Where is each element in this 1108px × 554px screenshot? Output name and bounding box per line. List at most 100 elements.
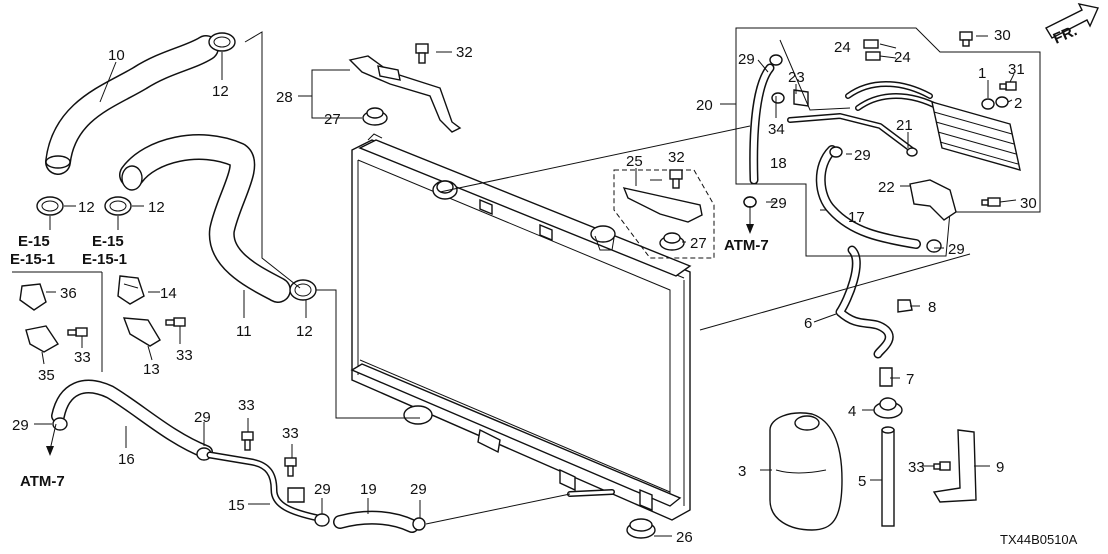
callout-4: 4: [848, 403, 856, 420]
callout-7: 7: [906, 371, 914, 388]
grommet-26: [626, 518, 656, 539]
bracket-25: [622, 187, 703, 223]
pipe-15: [206, 451, 322, 522]
drain-pipe: [567, 489, 615, 497]
ref-e15-left: E-15: [18, 233, 50, 250]
clamp-29-15bot: [314, 513, 330, 527]
clamp-29-19: [412, 517, 426, 531]
callout-11: 11: [236, 323, 252, 340]
hose-17: [815, 145, 921, 249]
callout-33-a: 33: [238, 397, 255, 414]
radiator-filler-neck: [432, 180, 458, 200]
callout-6: 6: [804, 315, 812, 332]
upper-hose-10: [45, 35, 219, 175]
hose-clamp-12-top: [208, 32, 236, 52]
bolt-33-9: [933, 461, 951, 471]
callout-labels: 10 12 28 27 32 12 12 14 13 33 36 35 33 1…: [12, 27, 1037, 546]
cap-24-a: [863, 39, 879, 49]
callout-21: 21: [896, 117, 913, 134]
bolt-33-35: [67, 327, 88, 337]
callout-1: 1: [978, 65, 986, 82]
callout-20: 20: [696, 97, 713, 114]
callout-31: 31: [1008, 61, 1025, 78]
callout-22: 22: [878, 179, 895, 196]
cap-24-b: [865, 51, 881, 61]
ref-e15-right: E-15: [92, 233, 124, 250]
callout-32-right: 32: [668, 149, 685, 166]
callout-15: 15: [228, 497, 245, 514]
clip-8: [897, 299, 913, 313]
tube-5: [881, 426, 895, 527]
bolt-30-right: [981, 197, 1001, 207]
callout-12-lower: 12: [296, 323, 313, 340]
callout-35: 35: [38, 367, 55, 384]
callout-23: 23: [788, 69, 805, 86]
callout-10: 10: [108, 47, 125, 64]
callout-27-right: 27: [690, 235, 707, 252]
callout-24-a: 24: [834, 39, 851, 56]
callout-12-top: 12: [212, 83, 229, 100]
oil-cooler: [931, 101, 1021, 171]
detail-box-25: [613, 169, 715, 259]
arrow-head-atm7-right: [746, 224, 754, 234]
radiator-bracket: [348, 55, 462, 133]
callout-29-15: 29: [194, 409, 211, 426]
bolt-32-right: [669, 169, 683, 189]
callout-2: 2: [1014, 95, 1022, 112]
bolt-31: [999, 81, 1017, 91]
clip-7: [879, 367, 893, 387]
bolt-30-top: [959, 31, 973, 47]
callout-28: 28: [276, 89, 293, 106]
callout-29-17b: 29: [948, 241, 965, 258]
callout-16: 16: [118, 451, 135, 468]
hose-16: [51, 379, 213, 459]
clamp-29-17: [829, 146, 843, 158]
callout-29-18bot: 29: [770, 195, 787, 212]
callout-33-35: 33: [74, 349, 91, 366]
callout-18: 18: [770, 155, 787, 172]
washer-2: [995, 96, 1009, 108]
cooler-pipe-upper: [845, 81, 943, 111]
bolt-34: [771, 92, 785, 104]
callout-30-right: 30: [1020, 195, 1037, 212]
callout-19: 19: [360, 481, 377, 498]
arrow-head-atm7-left: [46, 446, 54, 456]
hose-18: [749, 63, 775, 185]
callout-9: 9: [996, 459, 1004, 476]
diagram-code: TX44B0510A: [1000, 532, 1078, 547]
callout-29-15bot: 29: [314, 481, 331, 498]
callout-33-13: 33: [176, 347, 193, 364]
callout-29-19: 29: [410, 481, 427, 498]
clamp-29-16: [52, 417, 68, 431]
ref-atm7-left: ATM-7: [20, 473, 65, 490]
radiator: [350, 133, 692, 521]
bracket-13: [122, 317, 161, 347]
radiator-bottom-tank: [350, 363, 682, 507]
callout-8: 8: [928, 299, 936, 316]
callout-25: 25: [626, 153, 643, 170]
callout-5: 5: [858, 473, 866, 490]
callout-12-left: 12: [78, 199, 95, 216]
callout-26: 26: [676, 529, 693, 546]
callout-29-18top: 29: [738, 51, 755, 68]
bolt-32-top: [415, 43, 429, 64]
bracket-9: [932, 429, 977, 503]
leader-lines: [34, 31, 1017, 537]
bracket-35: [25, 325, 59, 353]
callout-33-9: 33: [908, 459, 925, 476]
bolt-33-a: [241, 431, 254, 451]
hose-19: [333, 510, 419, 533]
clamp-29-17b: [926, 239, 942, 253]
callout-17: 17: [848, 209, 865, 226]
bracket-22: [909, 179, 957, 221]
callout-36: 36: [60, 285, 77, 302]
callout-3: 3: [738, 463, 746, 480]
grommet-27-top: [362, 107, 388, 126]
radiator-drain-fitting: [403, 405, 501, 454]
hose-6: [835, 245, 894, 359]
hose-clamp-12-mid: [104, 196, 132, 216]
ref-e151-right: E-15-1: [82, 251, 127, 268]
tank-cap-4: [873, 397, 903, 419]
callout-32-top: 32: [456, 44, 473, 61]
ref-e151-left: E-15-1: [10, 251, 55, 268]
